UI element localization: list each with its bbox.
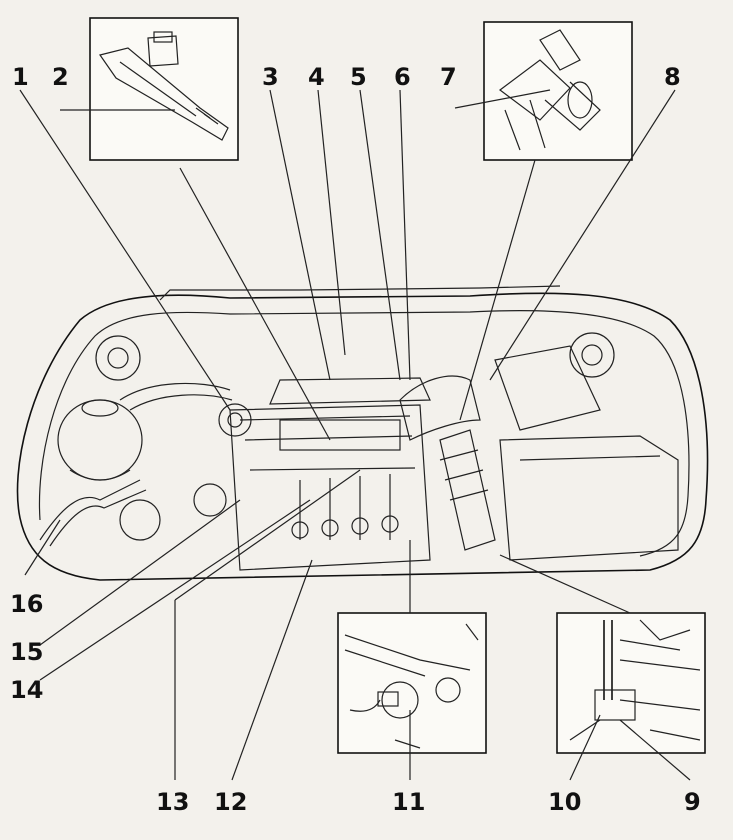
- engine-bay-outline: [16, 285, 709, 581]
- coolant-reservoir: [57, 399, 143, 481]
- callout-2: 2: [52, 63, 69, 91]
- throttle-body: [218, 403, 252, 437]
- callout-8: 8: [664, 63, 681, 91]
- engine-block: [229, 377, 431, 571]
- callout-5: 5: [350, 63, 367, 91]
- callout-12: 12: [214, 788, 247, 816]
- callout-numbers: 1 2 3 4 5 6 7 8 9 10 11 12 13 14 15 16: [10, 63, 701, 816]
- callout-4: 4: [308, 63, 325, 91]
- sensor-detail-inset: [337, 612, 487, 754]
- callout-16: 16: [10, 590, 43, 618]
- relay-detail-inset: [556, 612, 706, 754]
- callout-14: 14: [10, 676, 43, 704]
- strut-mount-right: [569, 332, 615, 378]
- callout-15: 15: [10, 638, 43, 666]
- callout-11: 11: [392, 788, 425, 816]
- callout-6: 6: [394, 63, 411, 91]
- leader-lines: [19, 89, 691, 781]
- callout-3: 3: [262, 63, 279, 91]
- strut-mount-left: [95, 335, 141, 381]
- callout-1: 1: [12, 63, 29, 91]
- callout-13: 13: [156, 788, 189, 816]
- hose-detail-inset: [483, 21, 633, 161]
- air-filter-housing: [494, 345, 679, 561]
- callout-10: 10: [548, 788, 581, 816]
- callout-9: 9: [684, 788, 701, 816]
- callout-7: 7: [440, 63, 457, 91]
- injector-detail-inset: [89, 17, 239, 161]
- intake-hose: [399, 375, 496, 551]
- hoses-left: [39, 382, 233, 547]
